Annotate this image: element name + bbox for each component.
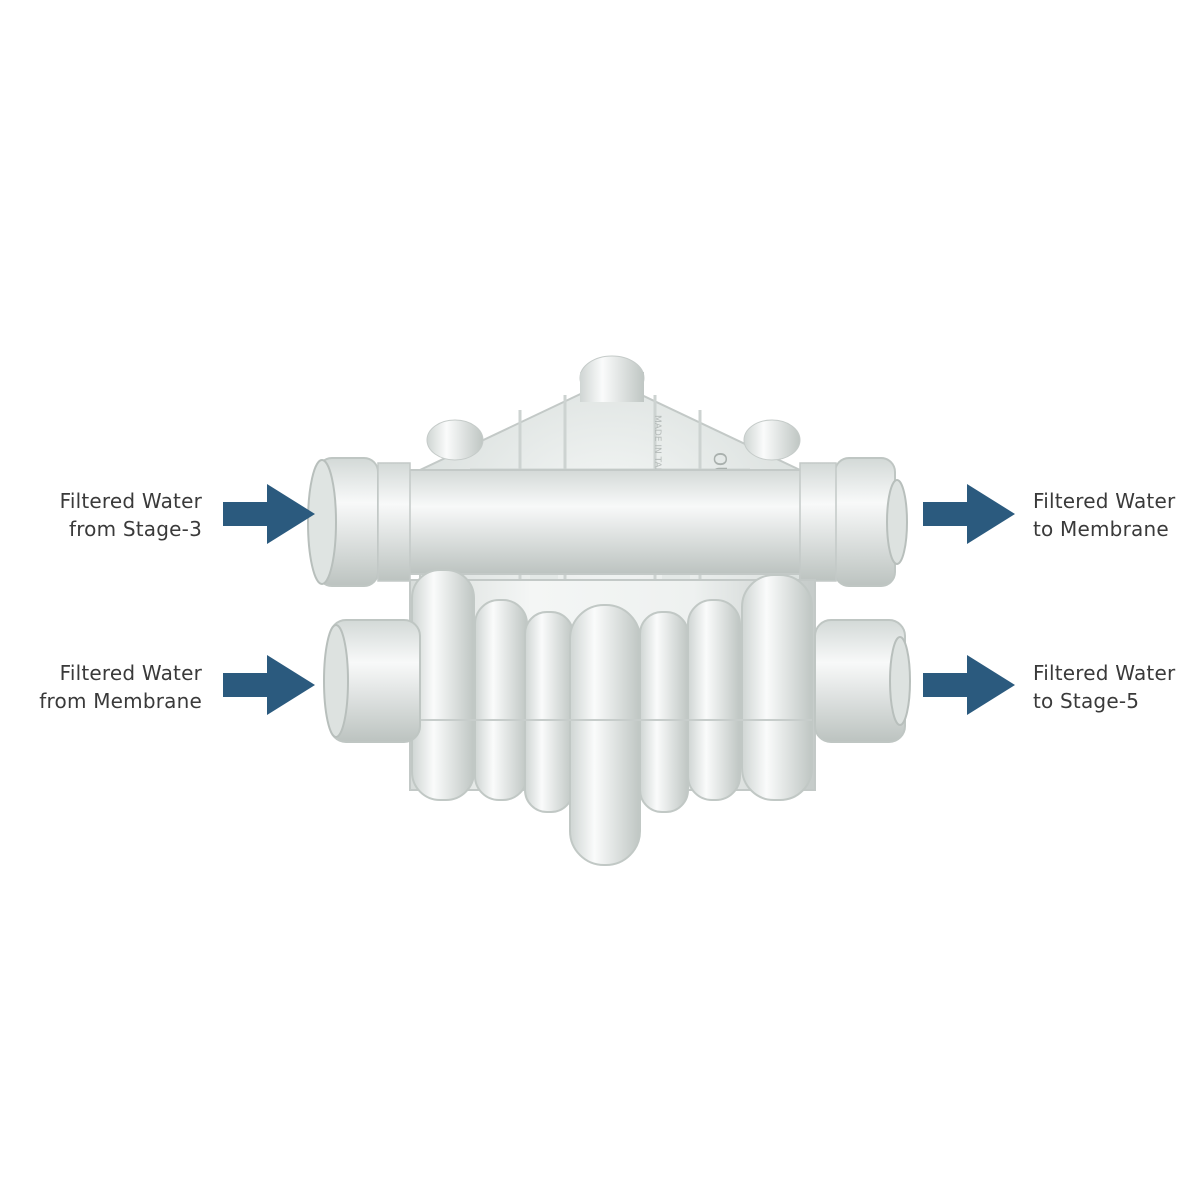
label-line: Filtered Water	[59, 661, 202, 685]
origin-marking: MADE IN TAIWAN	[652, 415, 662, 492]
label-line: from Membrane	[39, 689, 202, 713]
label-outlet-to-stage-5: Filtered Water to Stage-5	[1033, 659, 1175, 715]
bottom-port-tubes	[323, 619, 911, 743]
arrow-right-icon	[223, 655, 315, 715]
label-inlet-from-stage-3: Filtered Water from Stage-3	[30, 487, 202, 543]
label-line: Filtered Water	[1033, 661, 1176, 685]
label-line: to Stage-5	[1033, 689, 1140, 713]
label-line: Filtered Water	[1033, 489, 1176, 513]
label-inlet-from-membrane: Filtered Water from Membrane	[20, 659, 202, 715]
top-port-tube	[307, 457, 908, 587]
label-line: to Membrane	[1033, 517, 1169, 541]
label-line: Filtered Water	[59, 489, 202, 513]
valve-lower-body	[409, 569, 816, 866]
label-line: from Stage-3	[68, 517, 202, 541]
arrow-right-icon	[223, 484, 315, 544]
label-outlet-to-membrane: Filtered Water to Membrane	[1033, 487, 1175, 543]
arrow-right-icon	[923, 484, 1015, 544]
arrow-right-icon	[923, 655, 1015, 715]
